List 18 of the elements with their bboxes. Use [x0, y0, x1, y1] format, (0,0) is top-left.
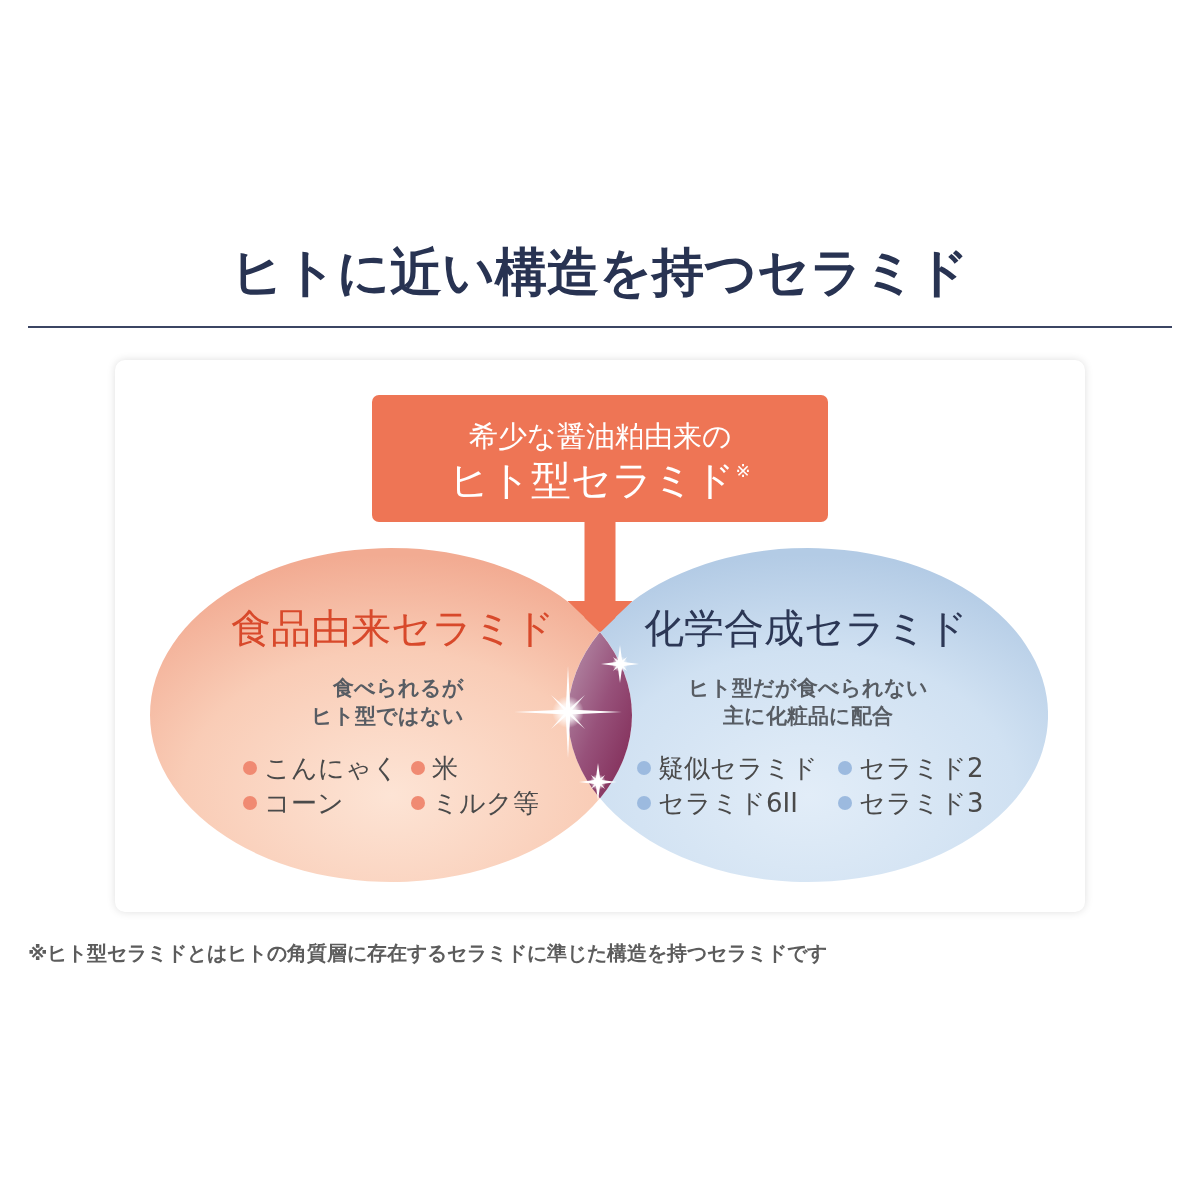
list-item: コーン — [264, 787, 344, 819]
highlight-box — [372, 395, 828, 522]
list-item: 疑似セラミド — [658, 752, 818, 784]
page-title: ヒトに近い構造を持つセラミド — [231, 241, 969, 304]
ellipse-description: 食べられるがヒト型ではない — [310, 675, 466, 730]
list-item: こんにゃく — [264, 752, 399, 784]
ellipse-description: ヒト型だが食べられない主に化粧品に配合 — [686, 675, 929, 730]
list-item: セラミド6II — [658, 787, 798, 819]
box-title: ヒト型セラミド$^{※}$ — [449, 456, 751, 504]
block-arrow — [567, 522, 633, 632]
list-item: セラミド3 — [859, 787, 984, 819]
ellipse-title: 化学合成セラミド — [644, 604, 968, 652]
box-subtitle: 希少な醤油粕由来の — [468, 418, 732, 454]
footnote: ※ヒト型セラミドとはヒトの角質層に存在するセラミドに準じた構造を持つセラミドです — [28, 940, 828, 966]
ellipse-title: 食品由来セラミド — [231, 604, 555, 652]
list-item: 米 — [432, 752, 458, 784]
list-item: セラミド2 — [859, 752, 984, 784]
list-item: ミルク等 — [432, 787, 539, 819]
